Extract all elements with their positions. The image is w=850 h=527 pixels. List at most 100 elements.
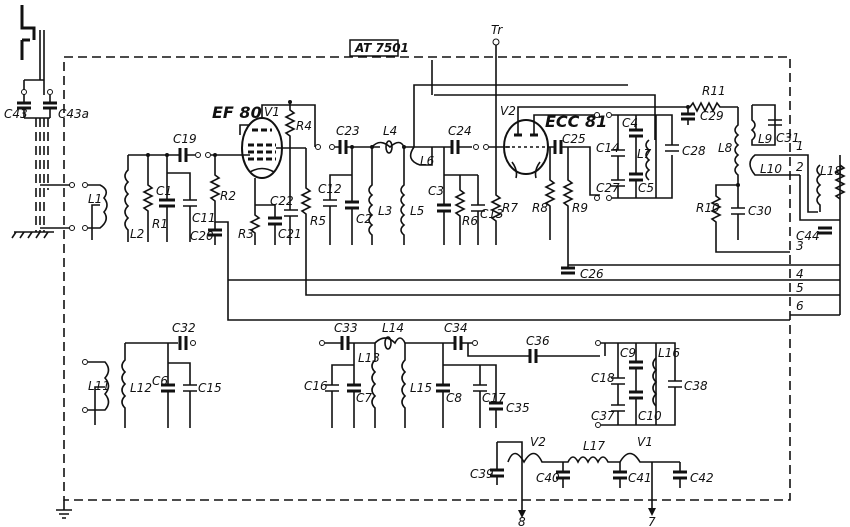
- inductor-l3: [368, 147, 374, 245]
- svg-text:C40: C40: [536, 471, 560, 485]
- svg-text:ECC 81: ECC 81: [545, 112, 607, 131]
- svg-text:R4: R4: [296, 119, 312, 133]
- svg-text:L2: L2: [130, 227, 144, 241]
- svg-text:L11: L11: [88, 379, 110, 393]
- inductor-l5: [400, 147, 406, 245]
- capacitor-c37: [611, 404, 625, 412]
- svg-text:5: 5: [796, 281, 804, 295]
- svg-text:C25: C25: [562, 132, 586, 146]
- svg-text:C43: C43: [4, 107, 28, 121]
- capacitor-c33: [340, 336, 350, 350]
- svg-text:L17: L17: [583, 439, 605, 453]
- svg-text:C24: C24: [448, 124, 472, 138]
- capacitor-c44: [818, 226, 832, 235]
- svg-text:C35: C35: [506, 401, 530, 415]
- svg-text:L16: L16: [658, 346, 680, 360]
- capacitor-c41: [613, 470, 627, 480]
- svg-text:8: 8: [518, 515, 526, 527]
- svg-text:R3: R3: [238, 227, 254, 241]
- svg-text:C32: C32: [172, 321, 196, 335]
- svg-text:L5: L5: [410, 204, 424, 218]
- svg-text:EF 80: EF 80: [212, 103, 262, 122]
- capacitor-c13: [471, 204, 485, 212]
- resistor-r5: [300, 148, 790, 296]
- svg-text:3: 3: [796, 239, 804, 253]
- svg-text:R9: R9: [572, 201, 588, 215]
- svg-text:R6: R6: [462, 214, 478, 228]
- svg-text:L13: L13: [358, 351, 380, 365]
- svg-text:L18: L18: [820, 164, 842, 178]
- resistor-r7: [490, 45, 502, 245]
- inductor-l10: [749, 154, 800, 176]
- feeder-cable: [35, 118, 49, 232]
- capacitor-c25: [553, 140, 563, 154]
- svg-text:C4: C4: [622, 116, 638, 130]
- heater-chain: [507, 452, 680, 464]
- capacitor-c16: [325, 384, 339, 392]
- svg-text:C29: C29: [700, 109, 724, 123]
- svg-text:C17: C17: [482, 391, 506, 405]
- capacitor-c34: [453, 336, 463, 350]
- capacitor-c39: [490, 468, 504, 478]
- svg-text:2: 2: [796, 160, 804, 174]
- svg-text:Tr: Tr: [491, 23, 503, 37]
- capacitor-c43: [17, 89, 31, 118]
- svg-text:C11: C11: [192, 211, 216, 225]
- svg-text:L14: L14: [382, 321, 404, 335]
- svg-text:C27: C27: [596, 181, 620, 195]
- capacitor-c32: [178, 336, 188, 350]
- svg-text:C39: C39: [470, 467, 494, 481]
- inductor-l16: [652, 357, 658, 407]
- svg-text:1: 1: [796, 139, 804, 153]
- svg-text:C43a: C43a: [58, 107, 89, 121]
- capacitor-c4: [629, 128, 643, 138]
- capacitor-c23: [338, 140, 348, 154]
- capacitor-c42: [673, 470, 687, 480]
- svg-text:L4: L4: [383, 124, 397, 138]
- inductor-l15: [401, 343, 407, 428]
- inductor-l11: [88, 361, 110, 425]
- capacitor-c10: [629, 390, 643, 400]
- svg-text:L9: L9: [758, 132, 772, 146]
- inductor-l7: [645, 139, 651, 181]
- svg-text:L15: L15: [410, 381, 432, 395]
- capacitor-c35: [489, 401, 503, 411]
- terminal-6: 6: [796, 299, 804, 313]
- inductor-l4: [371, 141, 425, 149]
- svg-text:V1: V1: [637, 435, 653, 449]
- resistor-r4: [284, 102, 316, 148]
- svg-text:C6: C6: [152, 374, 168, 388]
- capacitor-c40: [556, 470, 570, 480]
- svg-text:C36: C36: [526, 334, 550, 348]
- svg-text:L6: L6: [420, 154, 435, 168]
- capacitor-c9: [629, 360, 643, 370]
- svg-text:R7: R7: [502, 201, 518, 215]
- capacitor-c43a: [24, 89, 57, 119]
- capacitor-c17: [473, 384, 487, 392]
- svg-text:AT 7501: AT 7501: [354, 41, 409, 55]
- capacitor-c3: [437, 203, 451, 213]
- capacitor-c29: [681, 112, 695, 121]
- svg-text:C8: C8: [446, 391, 462, 405]
- capacitor-c8: [436, 383, 450, 393]
- svg-text:C12: C12: [318, 182, 342, 196]
- capacitor-c7: [347, 383, 361, 393]
- capacitor-c18: [611, 377, 625, 385]
- svg-text:C33: C33: [334, 321, 358, 335]
- svg-text:C13: C13: [480, 207, 504, 221]
- svg-text:R1: R1: [152, 217, 168, 231]
- tube-v1: [241, 104, 290, 179]
- terminal-8: 8: [518, 515, 526, 527]
- capacitor-c15: [183, 384, 197, 392]
- capacitor-c6: [161, 383, 175, 393]
- capacitor-c19: [178, 148, 188, 162]
- capacitor-c12: [323, 199, 337, 207]
- svg-text:L7: L7: [637, 147, 652, 161]
- svg-text:C16: C16: [304, 379, 328, 393]
- svg-text:6: 6: [796, 299, 804, 313]
- svg-text:C14: C14: [596, 141, 620, 155]
- svg-text:C28: C28: [682, 144, 706, 158]
- shield-enclosure: [63, 56, 791, 501]
- svg-text:R8: R8: [532, 201, 548, 215]
